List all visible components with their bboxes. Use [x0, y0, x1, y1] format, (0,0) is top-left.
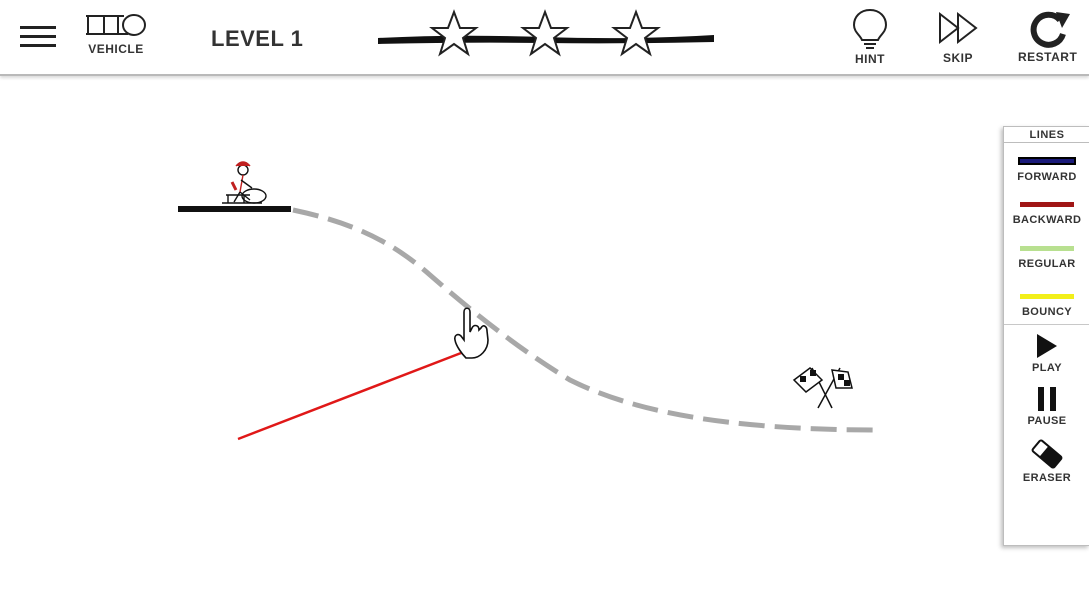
hint-label: HINT [855, 52, 885, 66]
palette-header: LINES [1004, 127, 1089, 143]
vehicle-label: VEHICLE [88, 42, 144, 56]
restart-icon [1030, 11, 1070, 48]
palette-divider [1004, 324, 1089, 325]
bouncy-line-label: BOUNCY [1021, 306, 1073, 318]
regular-line-swatch [1020, 246, 1074, 251]
hamburger-menu-icon [20, 26, 56, 47]
backward-line-swatch [1020, 202, 1074, 207]
backward-line-tool[interactable]: BACKWARD [1004, 202, 1089, 226]
skip-button[interactable]: SKIP [938, 10, 978, 65]
forward-line-tool[interactable]: FORWARD [1004, 157, 1089, 183]
forward-line-swatch [1018, 157, 1076, 165]
play-label: PLAY [1032, 362, 1062, 374]
bouncy-line-tool[interactable]: BOUNCY [1004, 294, 1089, 318]
line-palette: LINES FORWARD BACKWARD REGULAR BOUNCY PL… [1003, 126, 1089, 546]
hint-button[interactable]: HINT [850, 8, 890, 66]
game-canvas[interactable] [0, 76, 1000, 612]
finish-flags-icon [792, 367, 853, 409]
regular-line-tool[interactable]: REGULAR [1004, 246, 1089, 270]
eraser-icon [1031, 439, 1063, 469]
pause-icon [1038, 387, 1056, 411]
bouncy-line-swatch [1020, 294, 1074, 299]
start-platform [178, 206, 291, 212]
forward-line-label: FORWARD [1017, 171, 1077, 183]
fast-forward-icon [939, 11, 978, 45]
star-1-icon [429, 9, 479, 57]
menu-button[interactable] [20, 26, 56, 48]
restart-label: RESTART [1018, 50, 1078, 64]
play-button[interactable]: PLAY [1004, 333, 1089, 374]
regular-line-label: REGULAR [1018, 258, 1076, 270]
vehicle-button[interactable]: VEHICLE [84, 12, 148, 56]
rider-on-sled-icon [222, 161, 267, 204]
eraser-label: ERASER [1022, 472, 1072, 484]
lightbulb-icon [852, 8, 888, 49]
drawn-line [237, 346, 475, 441]
star-3-icon [611, 9, 661, 57]
hand-cursor-icon [454, 307, 489, 359]
pause-button[interactable]: PAUSE [1004, 386, 1089, 427]
star-progress-bar [378, 9, 714, 57]
eraser-button[interactable]: ERASER [1004, 437, 1089, 484]
pause-label: PAUSE [1027, 415, 1067, 427]
star-2-icon [520, 9, 570, 57]
backward-line-label: BACKWARD [1012, 214, 1082, 226]
level-title: LEVEL 1 [211, 26, 304, 51]
skip-label: SKIP [942, 51, 973, 65]
restart-button[interactable]: RESTART [1018, 8, 1077, 64]
top-bar: VEHICLE LEVEL 1 HINT SKIP RESTART [0, 0, 1089, 76]
play-icon [1037, 334, 1057, 358]
sled-icon [86, 14, 146, 36]
hint-path [292, 207, 881, 433]
